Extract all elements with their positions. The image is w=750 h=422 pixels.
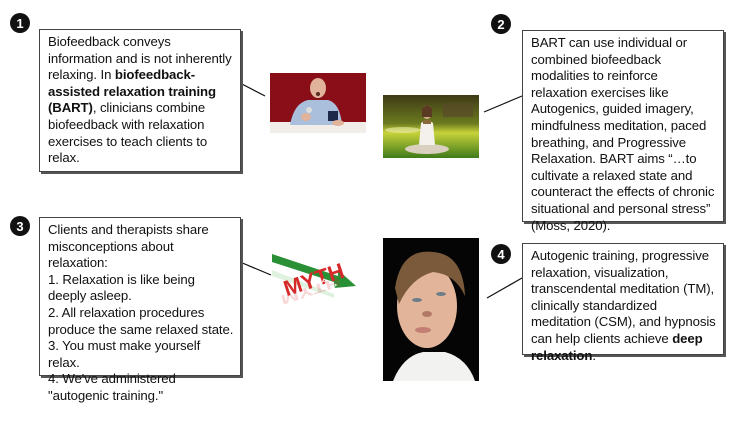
panel-1-text: Biofeedback conveys information and is n… xyxy=(39,29,241,172)
step-badge-3: 3 xyxy=(10,216,30,236)
misconception-item: 2. All relaxation procedures produce the… xyxy=(48,304,234,337)
panel-1-text-b: , clinicians combine biofeedback with re… xyxy=(48,100,208,166)
panel-1-text-bold: biofeedback-assisted relaxation training… xyxy=(48,67,216,116)
panel-3-text: Clients and therapists share misconcepti… xyxy=(39,217,241,403)
myth-fact-image: MYTH FACT MYTH xyxy=(268,250,360,320)
panel-4-text: Autogenic training, progressive relaxati… xyxy=(522,243,724,363)
connector-4 xyxy=(486,277,523,299)
relaxed-portrait-image xyxy=(383,238,479,381)
connector-2 xyxy=(483,95,523,113)
panel-2-text: BART can use individual or combined biof… xyxy=(522,30,724,233)
connector-3 xyxy=(239,261,272,276)
misconception-item: 3. You must make yourself relax. xyxy=(48,338,201,370)
panel-4-text-bold: deep relaxation xyxy=(531,330,703,363)
biofeedback-man-image xyxy=(270,73,366,133)
connector-1 xyxy=(239,82,266,97)
misconception-item: 4. We've administered "autogenic trainin… xyxy=(48,371,176,403)
step-badge-1: 1 xyxy=(10,13,30,33)
panel-4-text-b: . xyxy=(592,347,596,363)
panel-2-text-a: BART can use individual or combined biof… xyxy=(531,35,715,233)
misconception-item: 1. Relaxation is like being deeply aslee… xyxy=(48,271,195,304)
panel-3-intro: Clients and therapists share misconcepti… xyxy=(48,222,209,271)
meditation-image xyxy=(383,95,479,158)
step-badge-4: 4 xyxy=(491,244,511,264)
panel-1-text-a: Biofeedback conveys information and is n… xyxy=(48,34,232,83)
panel-4-text-a: Autogenic training, progressive relaxati… xyxy=(531,248,716,346)
step-badge-2: 2 xyxy=(491,14,511,34)
